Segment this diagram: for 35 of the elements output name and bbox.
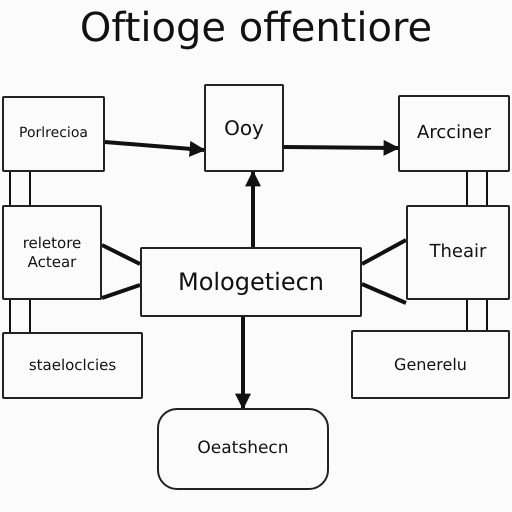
node-label: Mologetiecn: [178, 267, 324, 297]
connector-line: [486, 300, 488, 330]
arrow: [104, 140, 206, 157]
node-label: Oeatshecn: [197, 438, 289, 460]
diagram-title: Oftioge offentiore: [78, 4, 434, 52]
process-box: [406, 205, 510, 300]
node-label: Porlrecioa: [19, 125, 88, 143]
node-label: reletore Actear: [22, 234, 82, 272]
node-label: Generelu: [394, 354, 467, 374]
process-box: [204, 84, 284, 172]
node-label: Ooy: [224, 116, 264, 140]
connector-line: [466, 172, 468, 205]
connector-line: [29, 172, 31, 205]
process-box: [2, 205, 102, 300]
connector-line: [29, 300, 31, 332]
connector-line: [486, 172, 488, 205]
arrow: [245, 170, 261, 247]
process-box: [2, 332, 143, 399]
process-box: [351, 330, 510, 399]
connector-line: [9, 300, 11, 332]
node-label: Arcciner: [417, 122, 491, 145]
node-label: Theair: [430, 241, 486, 264]
connector-line: [101, 283, 141, 300]
rounded-box: [157, 408, 329, 490]
connector-line: [9, 172, 11, 205]
arrow: [235, 317, 251, 410]
process-box: [140, 247, 362, 317]
connector-line: [101, 243, 141, 266]
process-box: [2, 96, 105, 172]
connector-line: [361, 238, 407, 266]
connector-line: [361, 282, 407, 305]
node-label: staeloclcies: [28, 356, 116, 375]
connector-line: [466, 300, 468, 330]
process-box: [398, 95, 510, 172]
arrow: [284, 140, 400, 156]
